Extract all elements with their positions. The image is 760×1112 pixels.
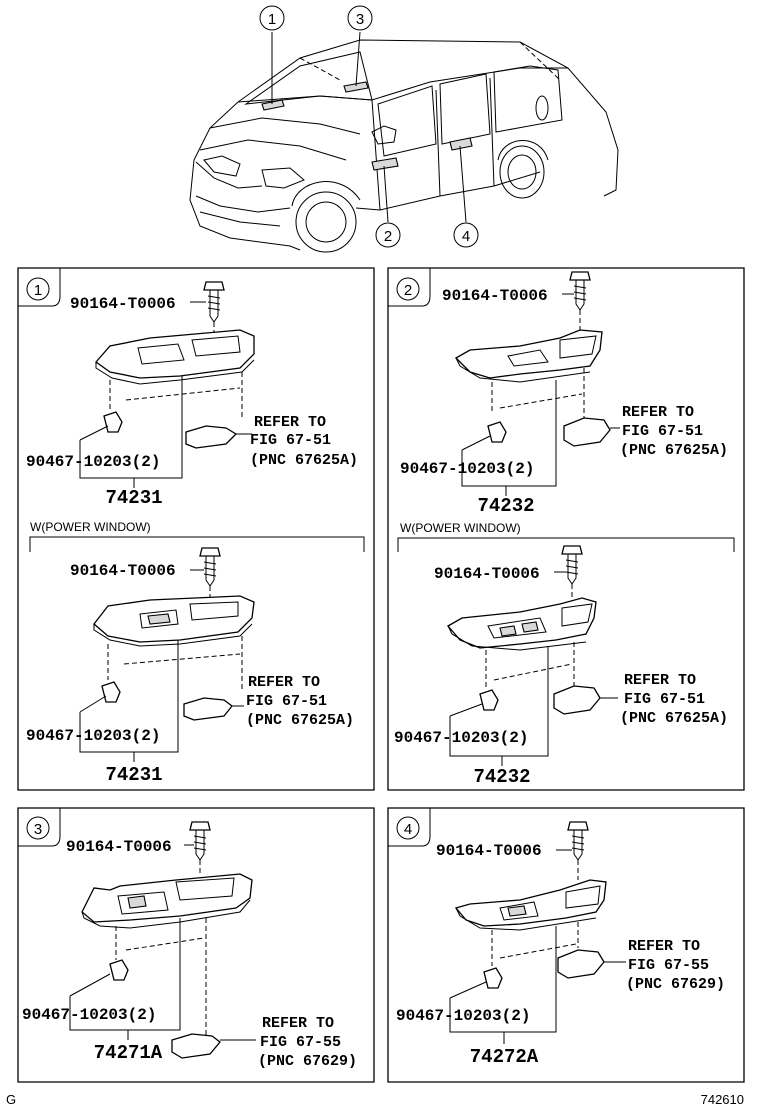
screw-icon xyxy=(567,821,589,861)
panel-3-refer-line-2: FIG 67-55 xyxy=(260,1034,341,1051)
panel-2-part-number: 74232 xyxy=(477,495,534,517)
panel-2-clip-label-2: 90467-10203(2) xyxy=(394,729,528,747)
panel-1-variant-label: W(POWER WINDOW) xyxy=(30,520,151,534)
screw-icon xyxy=(199,547,221,587)
panel-1-number: 1 xyxy=(34,282,42,299)
screw-icon xyxy=(561,545,583,585)
switch-base-74231-pw xyxy=(93,595,255,647)
panel-2-refer2-line-1: REFER TO xyxy=(624,672,696,689)
panel-1-part-number: 74231 xyxy=(105,487,162,509)
footer-figure-number: 742610 xyxy=(701,1092,744,1107)
panel-1: 1 90164-T0006 REFER TO FIG 67-51 (PNC 67… xyxy=(17,267,375,791)
callout-3: 3 xyxy=(347,5,373,31)
panel-2: 2 90164-T0006 REFER TO FIG 67-51 (PNC 67… xyxy=(387,267,745,791)
switch-base-74232-pw xyxy=(446,597,597,651)
switch-connector-icon xyxy=(183,697,233,721)
panel-3-number: 3 xyxy=(34,821,42,838)
switch-connector-icon xyxy=(553,685,601,715)
callout-2: 2 xyxy=(375,222,401,248)
switch-connector-icon xyxy=(563,417,611,447)
callout-1: 1 xyxy=(259,5,285,31)
panel-1-clip-label-2: 90467-10203(2) xyxy=(26,727,160,745)
switch-base-74271A xyxy=(81,873,253,929)
panel-1-refer-line-3: (PNC 67625A) xyxy=(250,452,358,469)
panel-3-part-number: 74271A xyxy=(94,1042,163,1064)
switch-connector-icon xyxy=(171,1033,221,1059)
panel-2-refer-line-2: FIG 67-51 xyxy=(622,423,703,440)
callout-2-label: 2 xyxy=(384,228,392,245)
panel-4-refer-line-1: REFER TO xyxy=(628,938,700,955)
panel-4-part-number: 74272A xyxy=(470,1046,539,1068)
panel-3-clip-label: 90467-10203(2) xyxy=(22,1006,156,1024)
panel-1-part-number-2: 74231 xyxy=(105,764,162,786)
panel-1-refer-line-2: FIG 67-51 xyxy=(250,432,331,449)
panel-3-refer-line-1: REFER TO xyxy=(262,1015,334,1032)
panel-2-clip-label: 90467-10203(2) xyxy=(400,460,534,478)
callout-1-label: 1 xyxy=(268,11,276,28)
panel-4-screw-label: 90164-T0006 xyxy=(436,842,542,860)
screw-icon xyxy=(203,281,225,323)
callout-4: 4 xyxy=(453,222,479,248)
switch-base-74231 xyxy=(95,329,255,385)
panel-1-refer-line-1: REFER TO xyxy=(254,414,326,431)
panel-4: 4 90164-T0006 REFER TO FIG 67-55 (PNC 67… xyxy=(387,807,745,1083)
switch-base-74232 xyxy=(454,329,603,383)
panel-4-clip-label: 90467-10203(2) xyxy=(396,1007,530,1025)
panel-2-refer2-line-2: FIG 67-51 xyxy=(624,691,705,708)
panel-4-refer-line-2: FIG 67-55 xyxy=(628,957,709,974)
vehicle-illustration xyxy=(189,31,619,253)
panel-2-number: 2 xyxy=(404,282,412,299)
panel-3-refer-line-3: (PNC 67629) xyxy=(258,1053,357,1070)
panel-1-refer2-line-1: REFER TO xyxy=(248,674,320,691)
clip-icon xyxy=(479,689,499,711)
panel-3-screw-label: 90164-T0006 xyxy=(66,838,172,856)
panel-2-screw-label: 90164-T0006 xyxy=(442,287,548,305)
panel-2-variant-label: W(POWER WINDOW) xyxy=(400,521,521,535)
panel-2-refer2-line-3: (PNC 67625A) xyxy=(620,710,728,727)
panel-2-screw-label-2: 90164-T0006 xyxy=(434,565,540,583)
panel-2-part-number-2: 74232 xyxy=(473,766,530,788)
panel-4-number: 4 xyxy=(404,821,412,838)
panel-2-refer-line-1: REFER TO xyxy=(622,404,694,421)
callout-4-label: 4 xyxy=(462,228,470,245)
panel-3: 3 90164-T0006 REFER TO FIG 67-55 (PNC 67… xyxy=(17,807,375,1083)
clip-icon xyxy=(103,411,123,433)
panel-1-screw-label-2: 90164-T0006 xyxy=(70,562,176,580)
switch-base-74272A xyxy=(454,879,607,931)
clip-icon xyxy=(109,959,129,981)
panel-1-refer2-line-2: FIG 67-51 xyxy=(246,693,327,710)
screw-icon xyxy=(569,271,591,311)
clip-icon xyxy=(487,421,507,443)
panel-2-refer-line-3: (PNC 67625A) xyxy=(620,442,728,459)
callout-3-label: 3 xyxy=(356,11,364,28)
panel-1-refer2-line-3: (PNC 67625A) xyxy=(246,712,354,729)
panel-1-screw-label: 90164-T0006 xyxy=(70,295,176,313)
screw-icon xyxy=(189,821,211,861)
panel-1-clip-label: 90467-10203(2) xyxy=(26,453,160,471)
switch-connector-icon xyxy=(557,949,605,979)
clip-icon xyxy=(483,967,503,989)
switch-connector-icon xyxy=(185,425,238,449)
clip-icon xyxy=(101,681,121,703)
footer-left-code: G xyxy=(6,1092,16,1107)
panel-4-refer-line-3: (PNC 67629) xyxy=(626,976,725,993)
